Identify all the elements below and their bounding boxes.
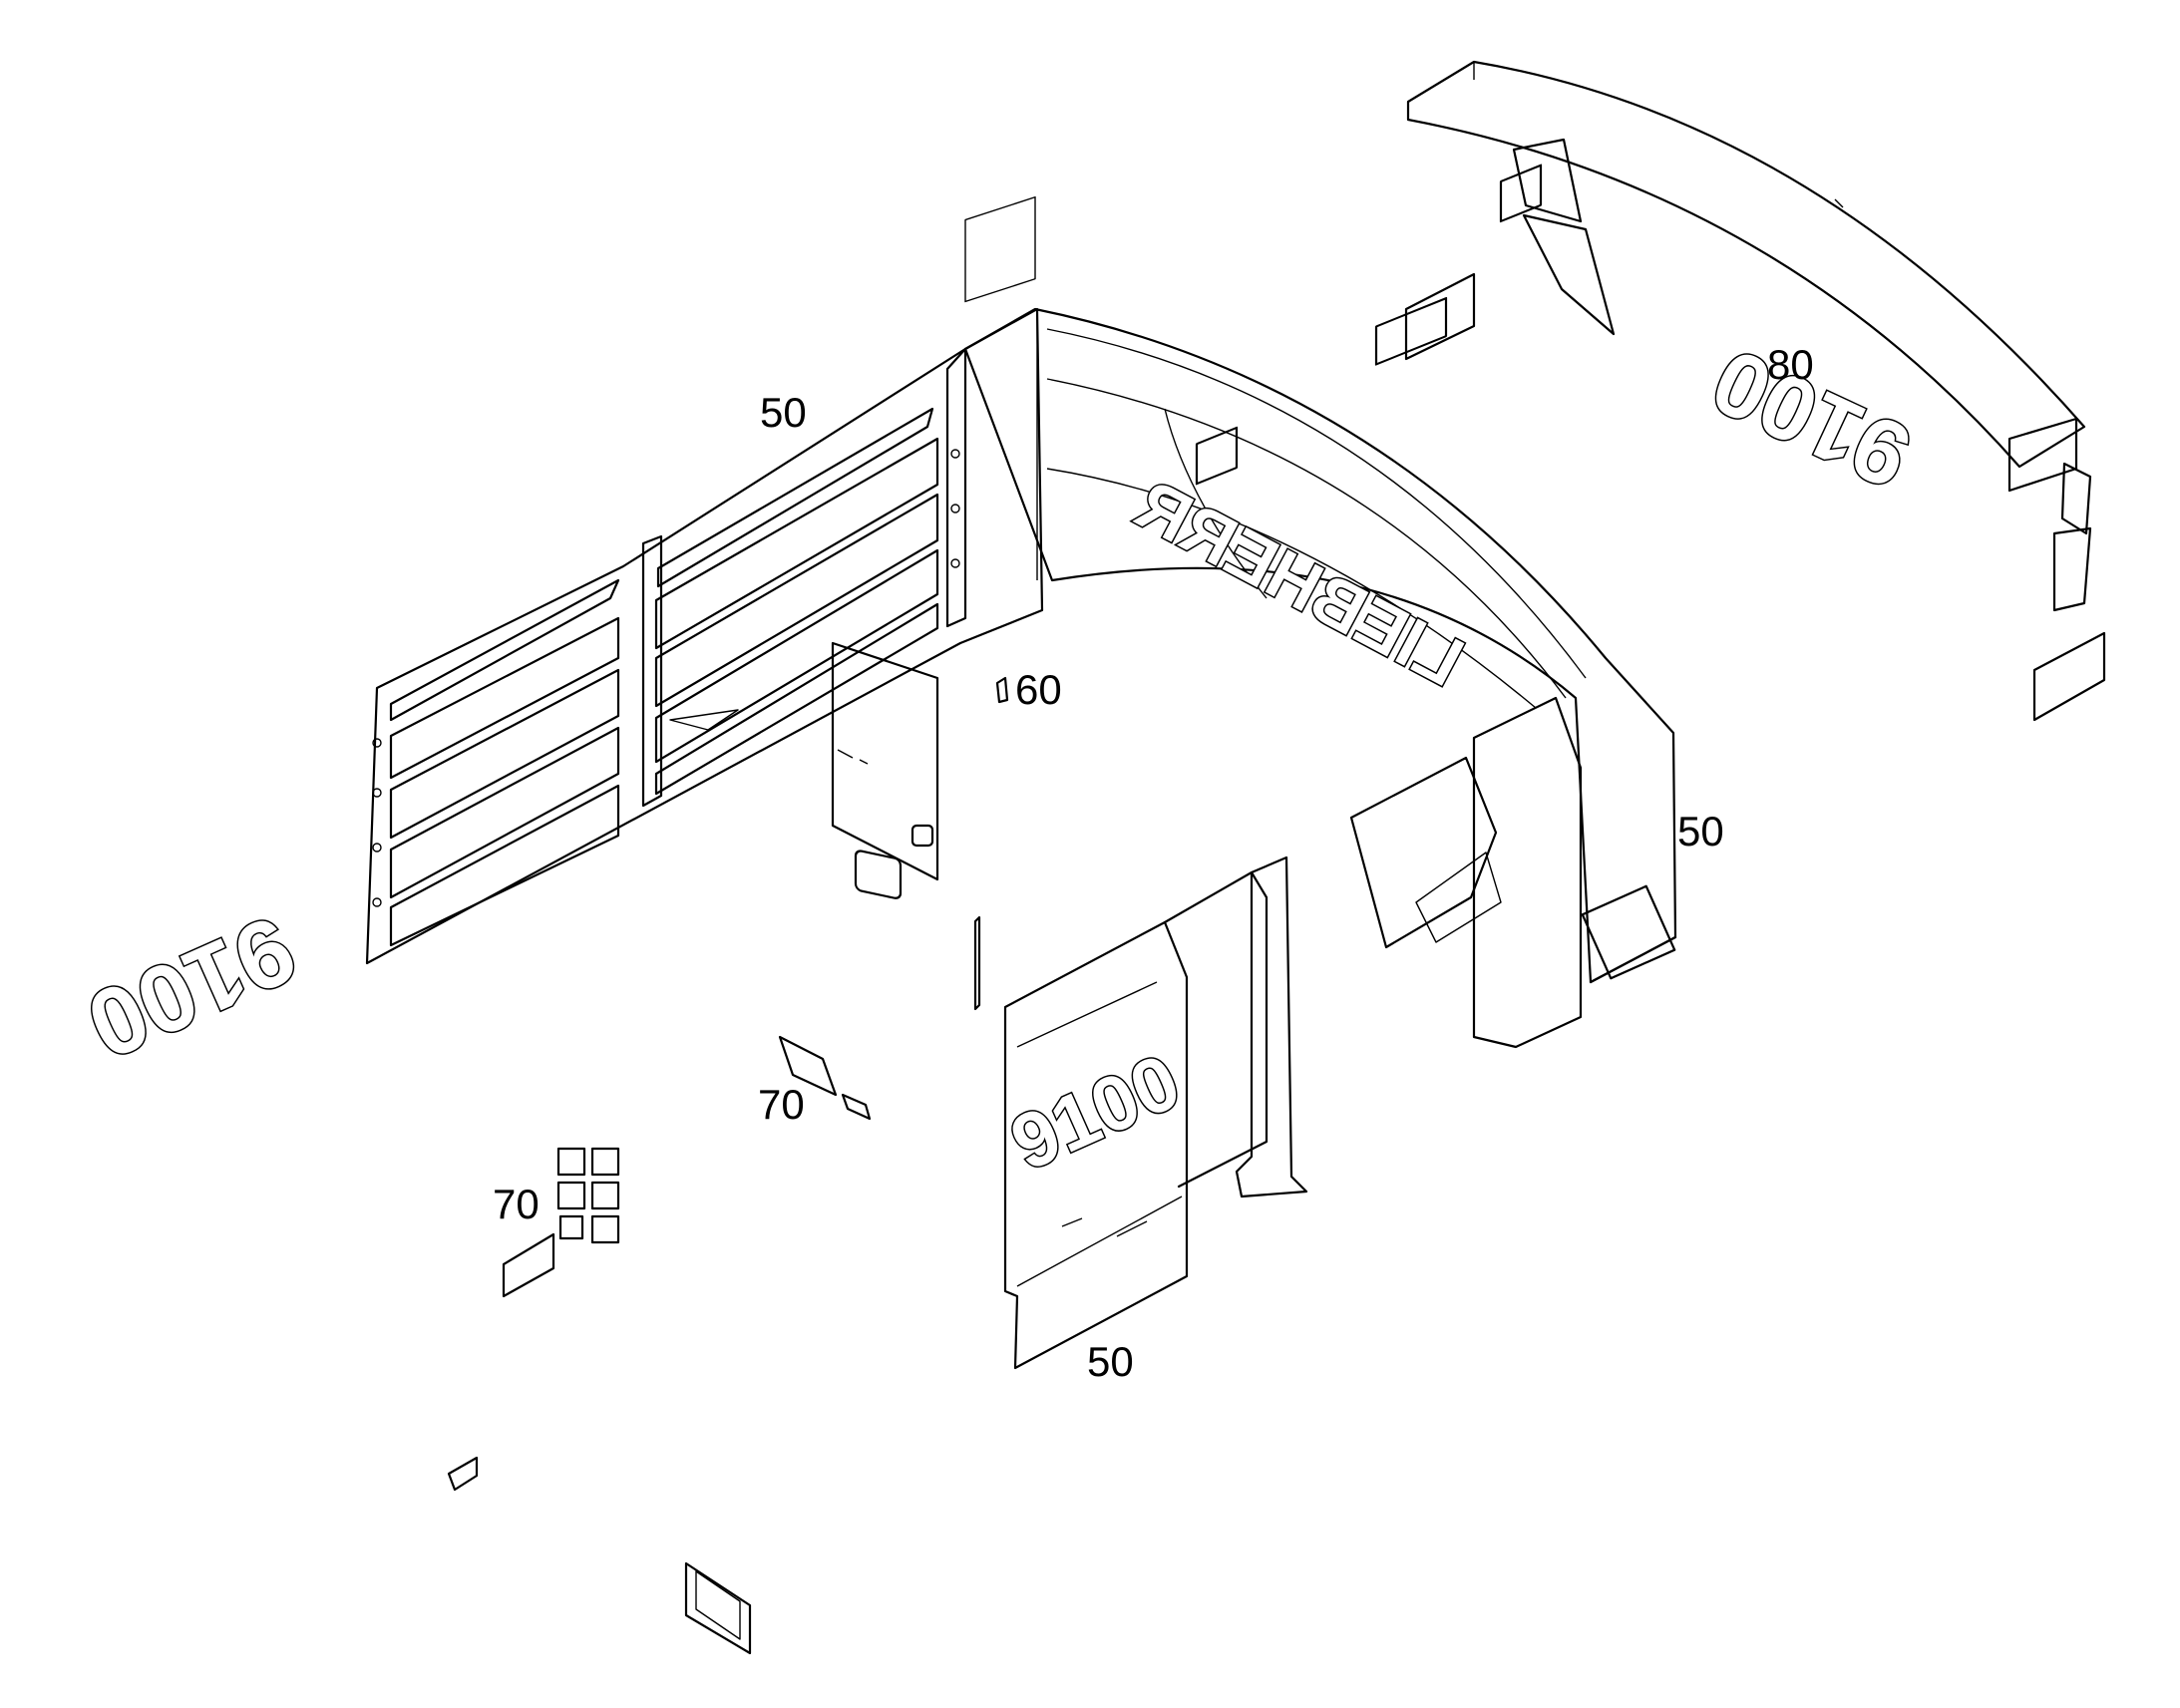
callout-50-top: 50 <box>760 389 807 436</box>
rear-roof-panel: 9100 <box>1404 60 2106 722</box>
brand-decal-roof: LIEBHERR <box>1124 465 1476 701</box>
left-model-decal: 9100 <box>71 893 312 1081</box>
callout-80: 80 <box>1767 341 1814 388</box>
callout-70-mid: 70 <box>758 1081 805 1128</box>
front-console-panels: 9100 <box>997 164 1583 1370</box>
model-decal-left: 9100 <box>72 895 310 1080</box>
callout-50-bottom: 50 <box>1087 1338 1134 1385</box>
door-panel <box>831 641 1009 1011</box>
callout-60: 60 <box>1015 666 1062 713</box>
small-decals-group-left <box>447 1147 752 1655</box>
callouts: 50 60 80 50 70 70 50 <box>493 341 1814 1385</box>
callout-70-left: 70 <box>493 1181 540 1227</box>
callout-50-right: 50 <box>1677 808 1724 854</box>
small-decals-group-mid <box>778 1035 872 1121</box>
model-decal-front: 9100 <box>998 1037 1192 1188</box>
left-side-panel <box>365 307 1044 965</box>
cab-roof-shell: LIEBHERR <box>963 195 1677 984</box>
